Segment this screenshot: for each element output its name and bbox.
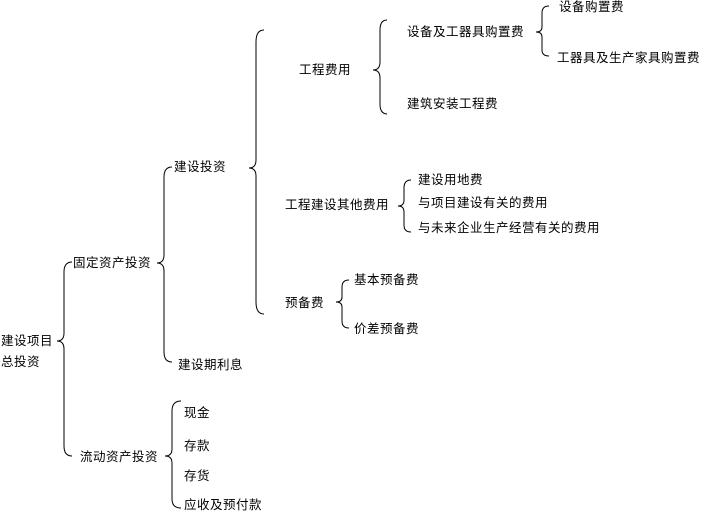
- node-project-related-fee: 与项目建设有关的费用: [418, 195, 549, 210]
- node-land-use-fee: 建设用地费: [418, 172, 484, 187]
- node-reserve-fee: 预备费: [285, 295, 325, 310]
- brace-fixed-investment: [156, 166, 173, 363]
- node-working-capital: 流动资产投资: [80, 449, 159, 464]
- node-equipment-purchase: 设备及工器具购置费: [407, 24, 525, 39]
- node-construction-interest: 建设期利息: [178, 357, 244, 372]
- brace-reserve-fee: [335, 279, 350, 329]
- node-future-production-fee: 与未来企业生产经营有关的费用: [418, 220, 601, 235]
- node-root: 建设项目 总投资: [1, 330, 53, 372]
- node-other-costs: 工程建设其他费用: [285, 197, 390, 212]
- node-basic-reserve: 基本预备费: [354, 272, 420, 287]
- node-tools-furniture-fee: 工器具及生产家具购置费: [557, 50, 701, 65]
- node-root-line1: 建设项目: [1, 333, 54, 348]
- node-engineering-cost: 工程费用: [299, 62, 352, 77]
- node-root-line2: 总投资: [1, 354, 41, 369]
- node-receivables-prepayments: 应收及预付款: [184, 497, 263, 512]
- brace-root: [56, 261, 73, 457]
- node-price-reserve: 价差预备费: [354, 321, 420, 336]
- node-inventory: 存货: [184, 468, 211, 483]
- node-deposits: 存款: [184, 438, 211, 453]
- brace-construction-investment: [248, 29, 265, 315]
- brace-other-costs: [397, 179, 412, 233]
- node-building-install: 建筑安装工程费: [407, 96, 499, 111]
- node-construction-investment: 建设投资: [174, 159, 227, 174]
- node-cash: 现金: [184, 405, 211, 420]
- node-fixed-investment: 固定资产投资: [73, 255, 152, 270]
- node-equipment-purchase-fee: 设备购置费: [559, 0, 625, 14]
- brace-engineering-cost: [372, 19, 388, 115]
- brace-working-capital: [164, 400, 182, 509]
- brace-equipment-purchase: [535, 5, 550, 57]
